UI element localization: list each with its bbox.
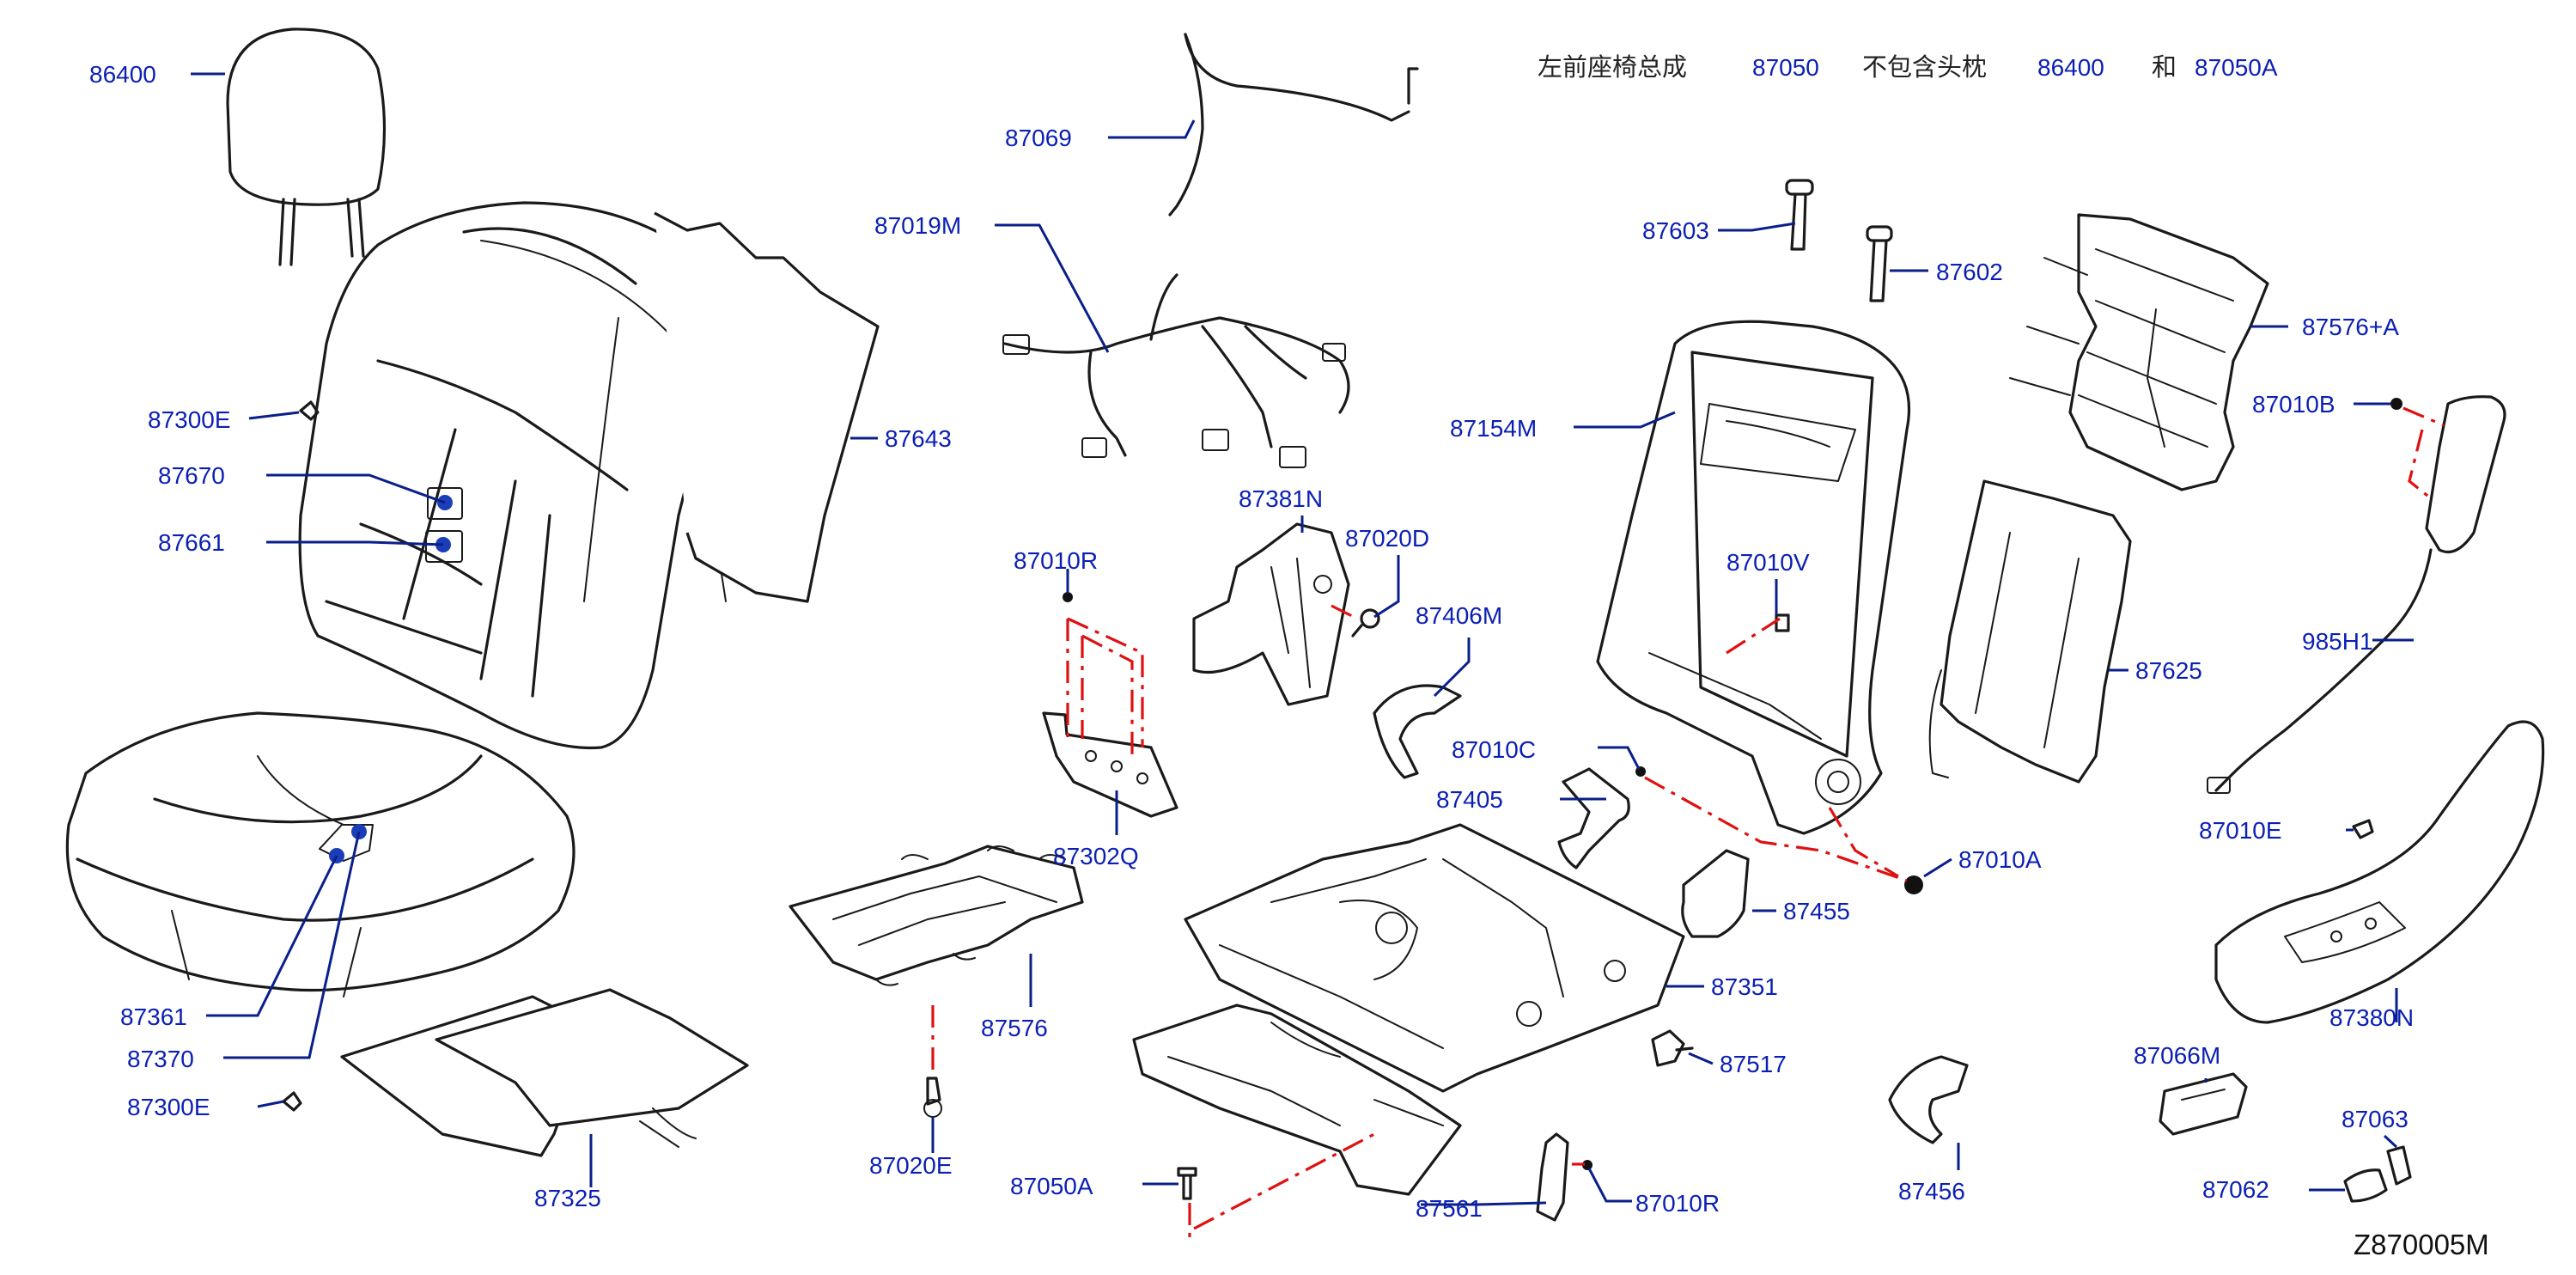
label-86400[interactable]: 86400 (89, 61, 156, 88)
exclude-label: 不包含头枕 (1862, 52, 1987, 82)
wire-harness-87019m[interactable] (1002, 273, 1350, 468)
label-87010r-upper[interactable]: 87010R (1014, 547, 1098, 574)
label-87300e-upper[interactable]: 87300E (148, 406, 231, 433)
label-87019m[interactable]: 87019M (874, 212, 961, 239)
switch-87066m[interactable] (2159, 1072, 2248, 1136)
label-87661[interactable]: 87661 (158, 529, 225, 556)
label-87561[interactable]: 87561 (1416, 1195, 1483, 1222)
label-87576a[interactable]: 87576+A (2302, 314, 2399, 340)
label-87020d[interactable]: 87020D (1345, 525, 1429, 552)
assembly-connection-lines (931, 406, 2445, 1237)
harness-clip-87406m[interactable] (1373, 684, 1462, 779)
bolt-87010a[interactable] (1904, 875, 1923, 894)
seatback-back-panel-87625[interactable] (1928, 479, 2132, 784)
label-87381n[interactable]: 87381N (1239, 485, 1323, 512)
bracket-87455[interactable] (1681, 849, 1750, 938)
assembly-label: 左前座椅总成 (1538, 52, 1687, 82)
seatback-frame-87154m[interactable] (1596, 320, 1910, 835)
wire-985h1[interactable] (2207, 548, 2433, 794)
label-87010a[interactable]: 87010A (1958, 846, 2042, 873)
spring-assembly-87576[interactable] (789, 845, 1084, 986)
label-87325[interactable]: 87325 (534, 1185, 601, 1211)
bracket-87405[interactable] (1557, 767, 1630, 869)
label-87010e[interactable]: 87010E (2199, 817, 2282, 844)
label-87455[interactable]: 87455 (1783, 898, 1850, 924)
part-labels: 86400 87300E 87670 87661 87643 87361 873… (89, 61, 2414, 1222)
retainer-clip-87300e-lower[interactable] (282, 1091, 302, 1112)
screw-87020d[interactable] (1351, 608, 1380, 638)
label-87602[interactable]: 87602 (1936, 259, 2003, 285)
label-87643[interactable]: 87643 (885, 425, 952, 452)
label-87020e[interactable]: 87020E (869, 1152, 953, 1179)
seat-rail-87561-frame[interactable] (1132, 1004, 1462, 1196)
bolt-87010r-lower[interactable] (1582, 1160, 1592, 1170)
seatback-trim-cover[interactable] (298, 201, 722, 750)
clip-87456[interactable] (1888, 1055, 1969, 1144)
label-87066m[interactable]: 87066M (2134, 1042, 2220, 1069)
wire-harness-87069[interactable] (1168, 33, 1419, 217)
nut-87517[interactable] (1651, 1029, 1694, 1067)
label-87670[interactable]: 87670 (158, 462, 225, 489)
and-label: 和 (2152, 52, 2177, 82)
label-87302q[interactable]: 87302Q (1053, 843, 1139, 869)
label-87406m[interactable]: 87406M (1416, 602, 1502, 629)
bolt-87603[interactable] (1785, 179, 1814, 251)
label-87517[interactable]: 87517 (1720, 1051, 1787, 1077)
label-87062[interactable]: 87062 (2202, 1176, 2269, 1203)
label-87380n[interactable]: 87380N (2329, 1004, 2414, 1031)
assembly-code[interactable]: 87050 (1752, 54, 1819, 81)
exclude-code-bolt[interactable]: 87050A (2195, 54, 2278, 81)
seatback-pad[interactable] (654, 211, 880, 603)
label-87069[interactable]: 87069 (1005, 125, 1072, 151)
label-87361[interactable]: 87361 (120, 1004, 187, 1030)
label-87010v[interactable]: 87010V (1726, 549, 1810, 576)
clip-87020e[interactable] (923, 1077, 942, 1118)
leader-lines (191, 72, 2414, 1206)
side-airbag-module[interactable] (2425, 395, 2506, 554)
lumbar-support-87576a[interactable] (2009, 213, 2269, 491)
cushion-fasteners (319, 824, 374, 863)
cushion-pan[interactable] (340, 988, 749, 1157)
bolt-87010b[interactable] (2390, 398, 2402, 410)
seatback-side-cover-87381n[interactable] (1192, 522, 1350, 706)
cushion-trim-cover[interactable] (65, 711, 575, 997)
label-87010c[interactable]: 87010C (1452, 736, 1536, 763)
diagram-reference-code: Z870005M (2354, 1229, 2489, 1260)
label-87456[interactable]: 87456 (1898, 1178, 1965, 1205)
headrest[interactable] (226, 27, 387, 266)
label-87300e-lower[interactable]: 87300E (127, 1094, 210, 1120)
bolt-87050a[interactable] (1177, 1167, 1197, 1200)
label-87010r-lower[interactable]: 87010R (1635, 1190, 1720, 1217)
label-87154m[interactable]: 87154M (1450, 415, 1537, 442)
label-87050a[interactable]: 87050A (1010, 1173, 1093, 1199)
seatback-fasteners (425, 487, 463, 563)
bolt-87602[interactable] (1866, 225, 1893, 302)
label-87625[interactable]: 87625 (2135, 657, 2202, 684)
label-87351[interactable]: 87351 (1711, 973, 1778, 1000)
retainer-clip-87300e-upper[interactable] (299, 400, 320, 421)
clip-87010e[interactable] (2352, 819, 2374, 839)
knob-87062[interactable] (2343, 1168, 2388, 1203)
bracket-87302q[interactable] (1042, 711, 1178, 818)
label-87405[interactable]: 87405 (1436, 786, 1503, 813)
exclude-code-headrest[interactable]: 86400 (2037, 54, 2104, 81)
label-87063[interactable]: 87063 (2342, 1106, 2409, 1132)
label-87576[interactable]: 87576 (981, 1015, 1048, 1041)
bolt-87010v[interactable] (1775, 613, 1790, 632)
label-87603[interactable]: 87603 (1642, 217, 1709, 244)
label-87010b[interactable]: 87010B (2252, 391, 2335, 418)
label-87370[interactable]: 87370 (127, 1046, 194, 1072)
knob-87063[interactable] (2386, 1145, 2412, 1186)
side-cover-87380n[interactable] (2214, 720, 2545, 1024)
bracket-87561[interactable] (1536, 1132, 1569, 1222)
seat-frame-87351[interactable] (1184, 823, 1685, 1093)
assembly-header: 左前座椅总成 87050 不包含头枕 86400 和 87050A (1538, 52, 2278, 82)
label-985h1[interactable]: 985H1 (2302, 628, 2373, 655)
